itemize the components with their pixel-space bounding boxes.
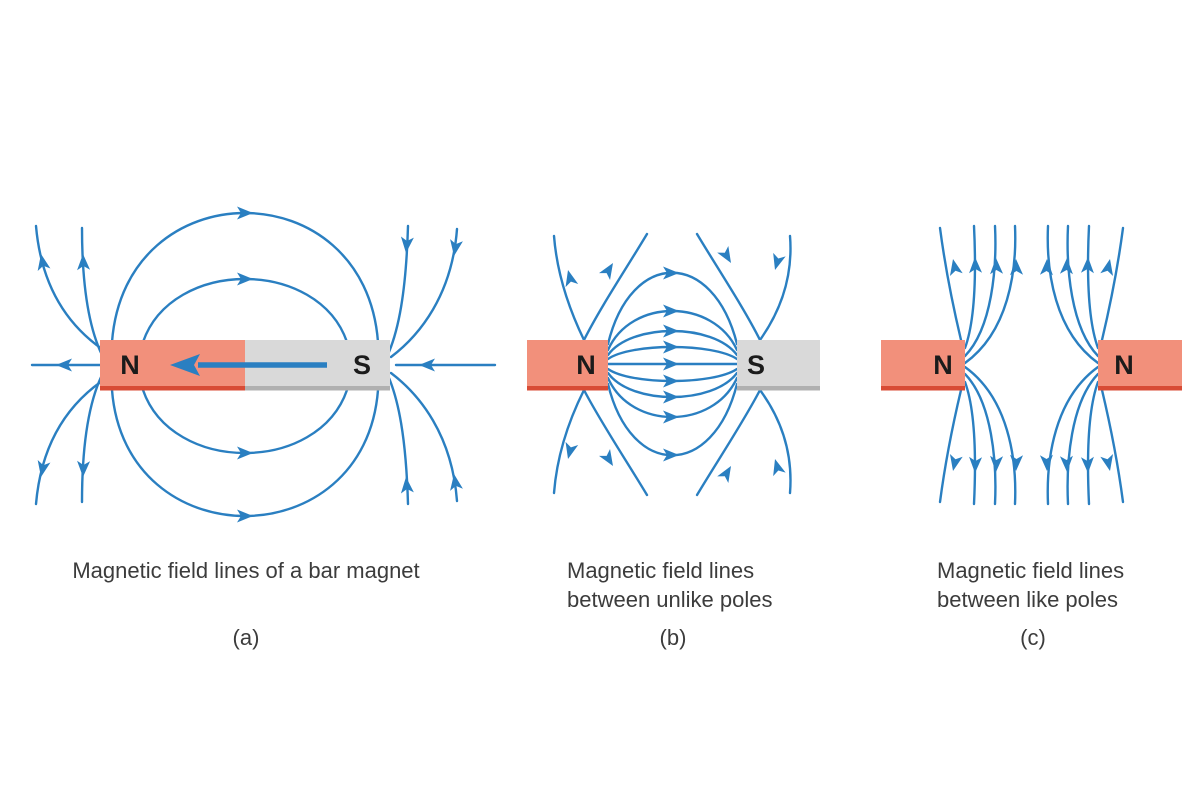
field-arrowhead bbox=[946, 453, 963, 473]
field-line bbox=[582, 388, 649, 497]
field-line bbox=[758, 388, 792, 495]
south-pole-edge bbox=[245, 386, 390, 391]
pole-label-n: N bbox=[120, 350, 140, 380]
field-line bbox=[582, 232, 649, 342]
south-pole-edge bbox=[737, 386, 820, 391]
left-north-magnet: N bbox=[881, 340, 965, 391]
field-line bbox=[1066, 372, 1100, 506]
north-magnet: N bbox=[527, 340, 608, 391]
panel-a-tag: (a) bbox=[233, 625, 260, 650]
field-line bbox=[695, 232, 762, 342]
pole-label-n: N bbox=[1114, 350, 1134, 380]
panel-b-tag: (b) bbox=[660, 625, 687, 650]
field-line bbox=[1086, 224, 1100, 350]
field-line bbox=[1046, 224, 1100, 365]
panel-b-caption-line2: between unlike poles bbox=[567, 587, 772, 612]
field-arrowhead bbox=[1059, 455, 1074, 473]
right-north-magnet: N bbox=[1098, 340, 1182, 391]
field-line bbox=[963, 372, 997, 506]
panel-c-field-lines bbox=[938, 224, 1125, 506]
north-pole bbox=[1098, 340, 1182, 387]
field-arrowhead bbox=[989, 257, 1004, 275]
south-magnet: S bbox=[737, 340, 820, 391]
field-arrowhead bbox=[1100, 453, 1117, 473]
panel-a-caption: Magnetic field lines of a bar magnet bbox=[72, 558, 419, 583]
panel-c-tag: (c) bbox=[1020, 625, 1046, 650]
field-line bbox=[389, 227, 459, 359]
field-arrowhead bbox=[946, 257, 963, 277]
bar-magnet: N S bbox=[100, 340, 390, 391]
panel-a-field-lines bbox=[30, 206, 497, 523]
field-arrowhead bbox=[1039, 454, 1054, 472]
panel-c: N N Magnetic field lines between like po… bbox=[881, 224, 1182, 650]
field-arrowhead bbox=[599, 448, 619, 470]
field-arrowhead bbox=[717, 245, 737, 267]
panel-c-caption-line1: Magnetic field lines bbox=[937, 558, 1124, 583]
field-line bbox=[938, 226, 963, 342]
field-arrowhead bbox=[1059, 257, 1074, 275]
panel-b-caption-line1: Magnetic field lines bbox=[567, 558, 754, 583]
pole-label-n: N bbox=[933, 350, 953, 380]
field-arrowhead bbox=[561, 441, 579, 461]
field-arrowhead bbox=[1039, 258, 1054, 276]
field-line bbox=[552, 234, 586, 342]
field-line bbox=[34, 379, 104, 506]
north-pole-edge bbox=[1098, 386, 1182, 391]
field-line bbox=[963, 224, 977, 350]
north-pole-edge bbox=[100, 386, 245, 391]
field-line bbox=[34, 224, 104, 351]
field-arrowhead bbox=[561, 268, 579, 288]
north-pole-edge bbox=[881, 386, 965, 391]
field-arrowhead bbox=[1009, 454, 1024, 472]
pole-label-n: N bbox=[576, 350, 596, 380]
field-line bbox=[141, 277, 349, 344]
field-arrowhead bbox=[989, 455, 1004, 473]
field-line bbox=[80, 226, 104, 357]
field-line bbox=[552, 388, 586, 495]
field-line bbox=[963, 380, 977, 506]
field-arrowhead bbox=[768, 457, 786, 477]
field-line bbox=[1086, 380, 1100, 506]
field-line bbox=[389, 371, 459, 503]
north-pole-edge bbox=[527, 386, 608, 391]
panel-b: N S Magnetic field lines between unlike … bbox=[527, 232, 820, 650]
north-pole bbox=[527, 340, 608, 387]
field-line bbox=[963, 224, 1017, 365]
field-line bbox=[141, 388, 349, 455]
field-arrowhead bbox=[1100, 257, 1117, 277]
field-arrowhead bbox=[1009, 258, 1024, 276]
field-line bbox=[695, 388, 762, 497]
field-line bbox=[1100, 388, 1125, 504]
field-line bbox=[963, 365, 1017, 506]
north-pole bbox=[881, 340, 965, 387]
south-pole bbox=[737, 340, 820, 387]
field-line bbox=[963, 224, 997, 358]
field-arrowhead bbox=[599, 259, 619, 281]
pole-label-s: S bbox=[747, 350, 765, 380]
pole-label-s: S bbox=[353, 350, 371, 380]
field-arrowhead bbox=[717, 462, 737, 484]
panel-a: N S Magnetic field lines of a bar magnet… bbox=[30, 206, 497, 650]
field-line bbox=[1066, 224, 1100, 358]
field-line bbox=[1046, 365, 1100, 506]
field-arrowhead bbox=[34, 252, 51, 271]
field-line bbox=[758, 234, 792, 342]
field-line bbox=[1100, 226, 1125, 342]
panel-b-field-lines bbox=[552, 232, 792, 497]
field-arrowhead bbox=[768, 252, 786, 272]
magnetization-arrow bbox=[170, 354, 327, 376]
field-line bbox=[938, 388, 963, 504]
panel-c-caption-line2: between like poles bbox=[937, 587, 1118, 612]
